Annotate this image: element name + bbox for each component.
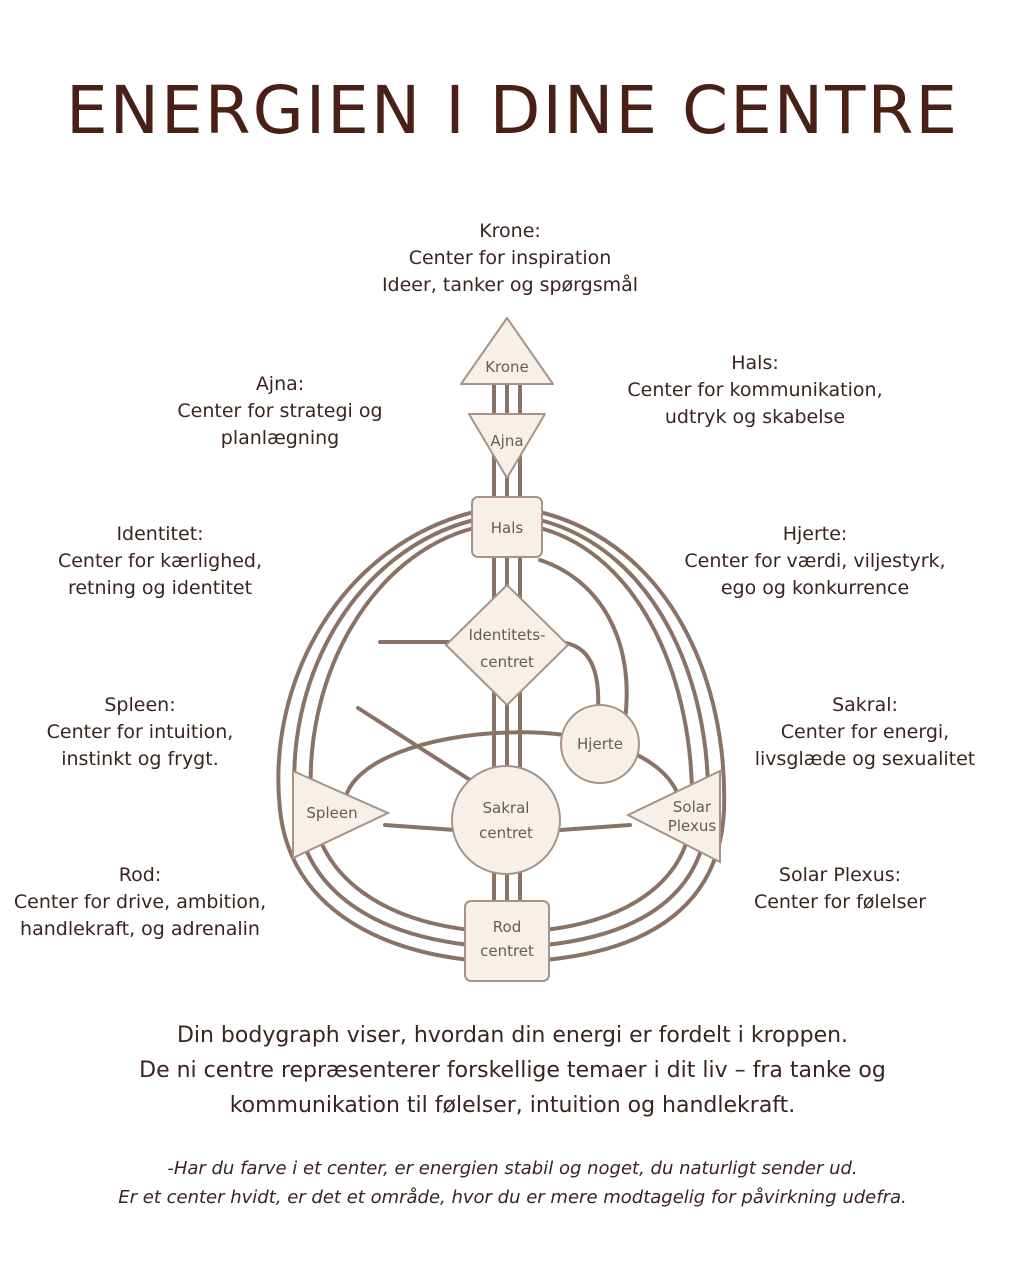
node-solar-label-1: Solar [673, 798, 712, 816]
node-spleen [292, 769, 391, 860]
channel-outer-left-3 [276, 510, 476, 962]
label-hals-heading: Hals: [731, 352, 779, 374]
channel-sakral-solar [558, 823, 632, 832]
channel-identity-heart [558, 640, 601, 712]
node-solar [625, 769, 721, 864]
node-rod-label-1: Rod [493, 918, 521, 936]
channel-spleen-diagonal [356, 706, 472, 782]
label-hals-line2: udtryk og skabelse [664, 406, 846, 428]
label-rod-line2: handlekraft, og adrenalin [20, 918, 260, 940]
label-sakral-line1: Center for energi, [780, 721, 950, 743]
label-identitet-heading: Identitet: [116, 523, 204, 545]
label-hjerte-line2: ego og konkurrence [720, 577, 910, 599]
label-hjerte-line1: Center for værdi, viljestyrk, [684, 550, 946, 572]
node-sakral [451, 765, 561, 875]
node-hals [471, 496, 543, 558]
label-sakral-line2: livsglæde og sexualitet [754, 748, 976, 770]
label-hjerte: Hjerte: Center for værdi, viljestyrk, eg… [665, 521, 965, 602]
label-identitet: Identitet: Center for kærlighed, retning… [30, 521, 290, 602]
node-identitet [444, 583, 570, 707]
label-spleen-line1: Center for intuition, [46, 721, 234, 743]
node-spleen-label: Spleen [306, 804, 357, 822]
node-hals-label: Hals [491, 519, 524, 537]
node-krone-label: Krone [485, 358, 529, 376]
node-ajna-label: Ajna [490, 432, 523, 450]
node-hjerte-label: Hjerte [577, 735, 623, 753]
note-line1: -Har du farve i et center, er energien s… [167, 1158, 858, 1179]
intro-line2: De ni centre repræsenterer forskellige t… [139, 1058, 886, 1083]
label-krone: Krone: Center for inspiration Ideer, tan… [310, 218, 710, 299]
label-krone-line2: Ideer, tanker og spørgsmål [381, 274, 639, 296]
label-solar-line1: Center for følelser [753, 891, 927, 913]
node-hjerte [560, 704, 640, 784]
label-krone-line1: Center for inspiration [408, 247, 612, 269]
intro-text: Din bodygraph viser, hvordan din energi … [0, 1018, 1025, 1123]
label-hals: Hals: Center for kommunikation, udtryk o… [600, 350, 910, 431]
intro-line1: Din bodygraph viser, hvordan din energi … [176, 1023, 849, 1048]
label-krone-heading: Krone: [479, 220, 541, 242]
label-rod-heading: Rod: [118, 864, 162, 886]
label-ajna-line2: planlægning [220, 427, 340, 449]
label-hals-line1: Center for kommunikation, [627, 379, 883, 401]
bodygraph-diagram: Krone Ajna Hals Identitets- centret Hjer… [276, 317, 727, 982]
node-ajna [468, 413, 546, 479]
label-spleen-heading: Spleen: [104, 694, 176, 716]
label-sakral-heading: Sakral: [832, 694, 898, 716]
label-rod-line1: Center for drive, ambition, [13, 891, 267, 913]
node-sakral-label-1: Sakral [483, 799, 530, 817]
label-identitet-line1: Center for kærlighed, [57, 550, 263, 572]
channel-heart-hals [538, 558, 629, 722]
label-ajna-heading: Ajna: [255, 373, 305, 395]
node-rod [464, 900, 550, 982]
node-identitet-label-2: centret [480, 653, 534, 671]
label-rod: Rod: Center for drive, ambition, handlek… [5, 862, 275, 943]
node-rod-label-2: centret [480, 942, 534, 960]
channel-outer-right-3 [538, 510, 727, 962]
label-ajna: Ajna: Center for strategi og planlægning [150, 371, 410, 452]
label-ajna-line1: Center for strategi og [177, 400, 383, 422]
label-solar: Solar Plexus: Center for følelser [720, 862, 960, 916]
label-spleen: Spleen: Center for intuition, instinkt o… [20, 692, 260, 773]
node-identitet-label-1: Identitets- [469, 626, 546, 644]
note-text: -Har du farve i et center, er energien s… [0, 1154, 1025, 1212]
label-identitet-line2: retning og identitet [67, 577, 253, 599]
label-solar-heading: Solar Plexus: [778, 864, 902, 886]
node-solar-label-2: Plexus [668, 817, 717, 835]
page-title: ENERGIEN I DINE CENTRE [65, 72, 960, 149]
label-spleen-line2: instinkt og frygt. [61, 748, 219, 770]
channel-spleen-sakral [383, 823, 457, 832]
note-line2: Er et center hvidt, er det et område, hv… [118, 1187, 907, 1208]
node-sakral-label-2: centret [479, 824, 533, 842]
node-krone [460, 317, 554, 385]
label-sakral: Sakral: Center for energi, livsglæde og … [745, 692, 985, 773]
intro-line3: kommunikation til følelser, intuition og… [229, 1093, 796, 1118]
label-hjerte-heading: Hjerte: [782, 523, 848, 545]
